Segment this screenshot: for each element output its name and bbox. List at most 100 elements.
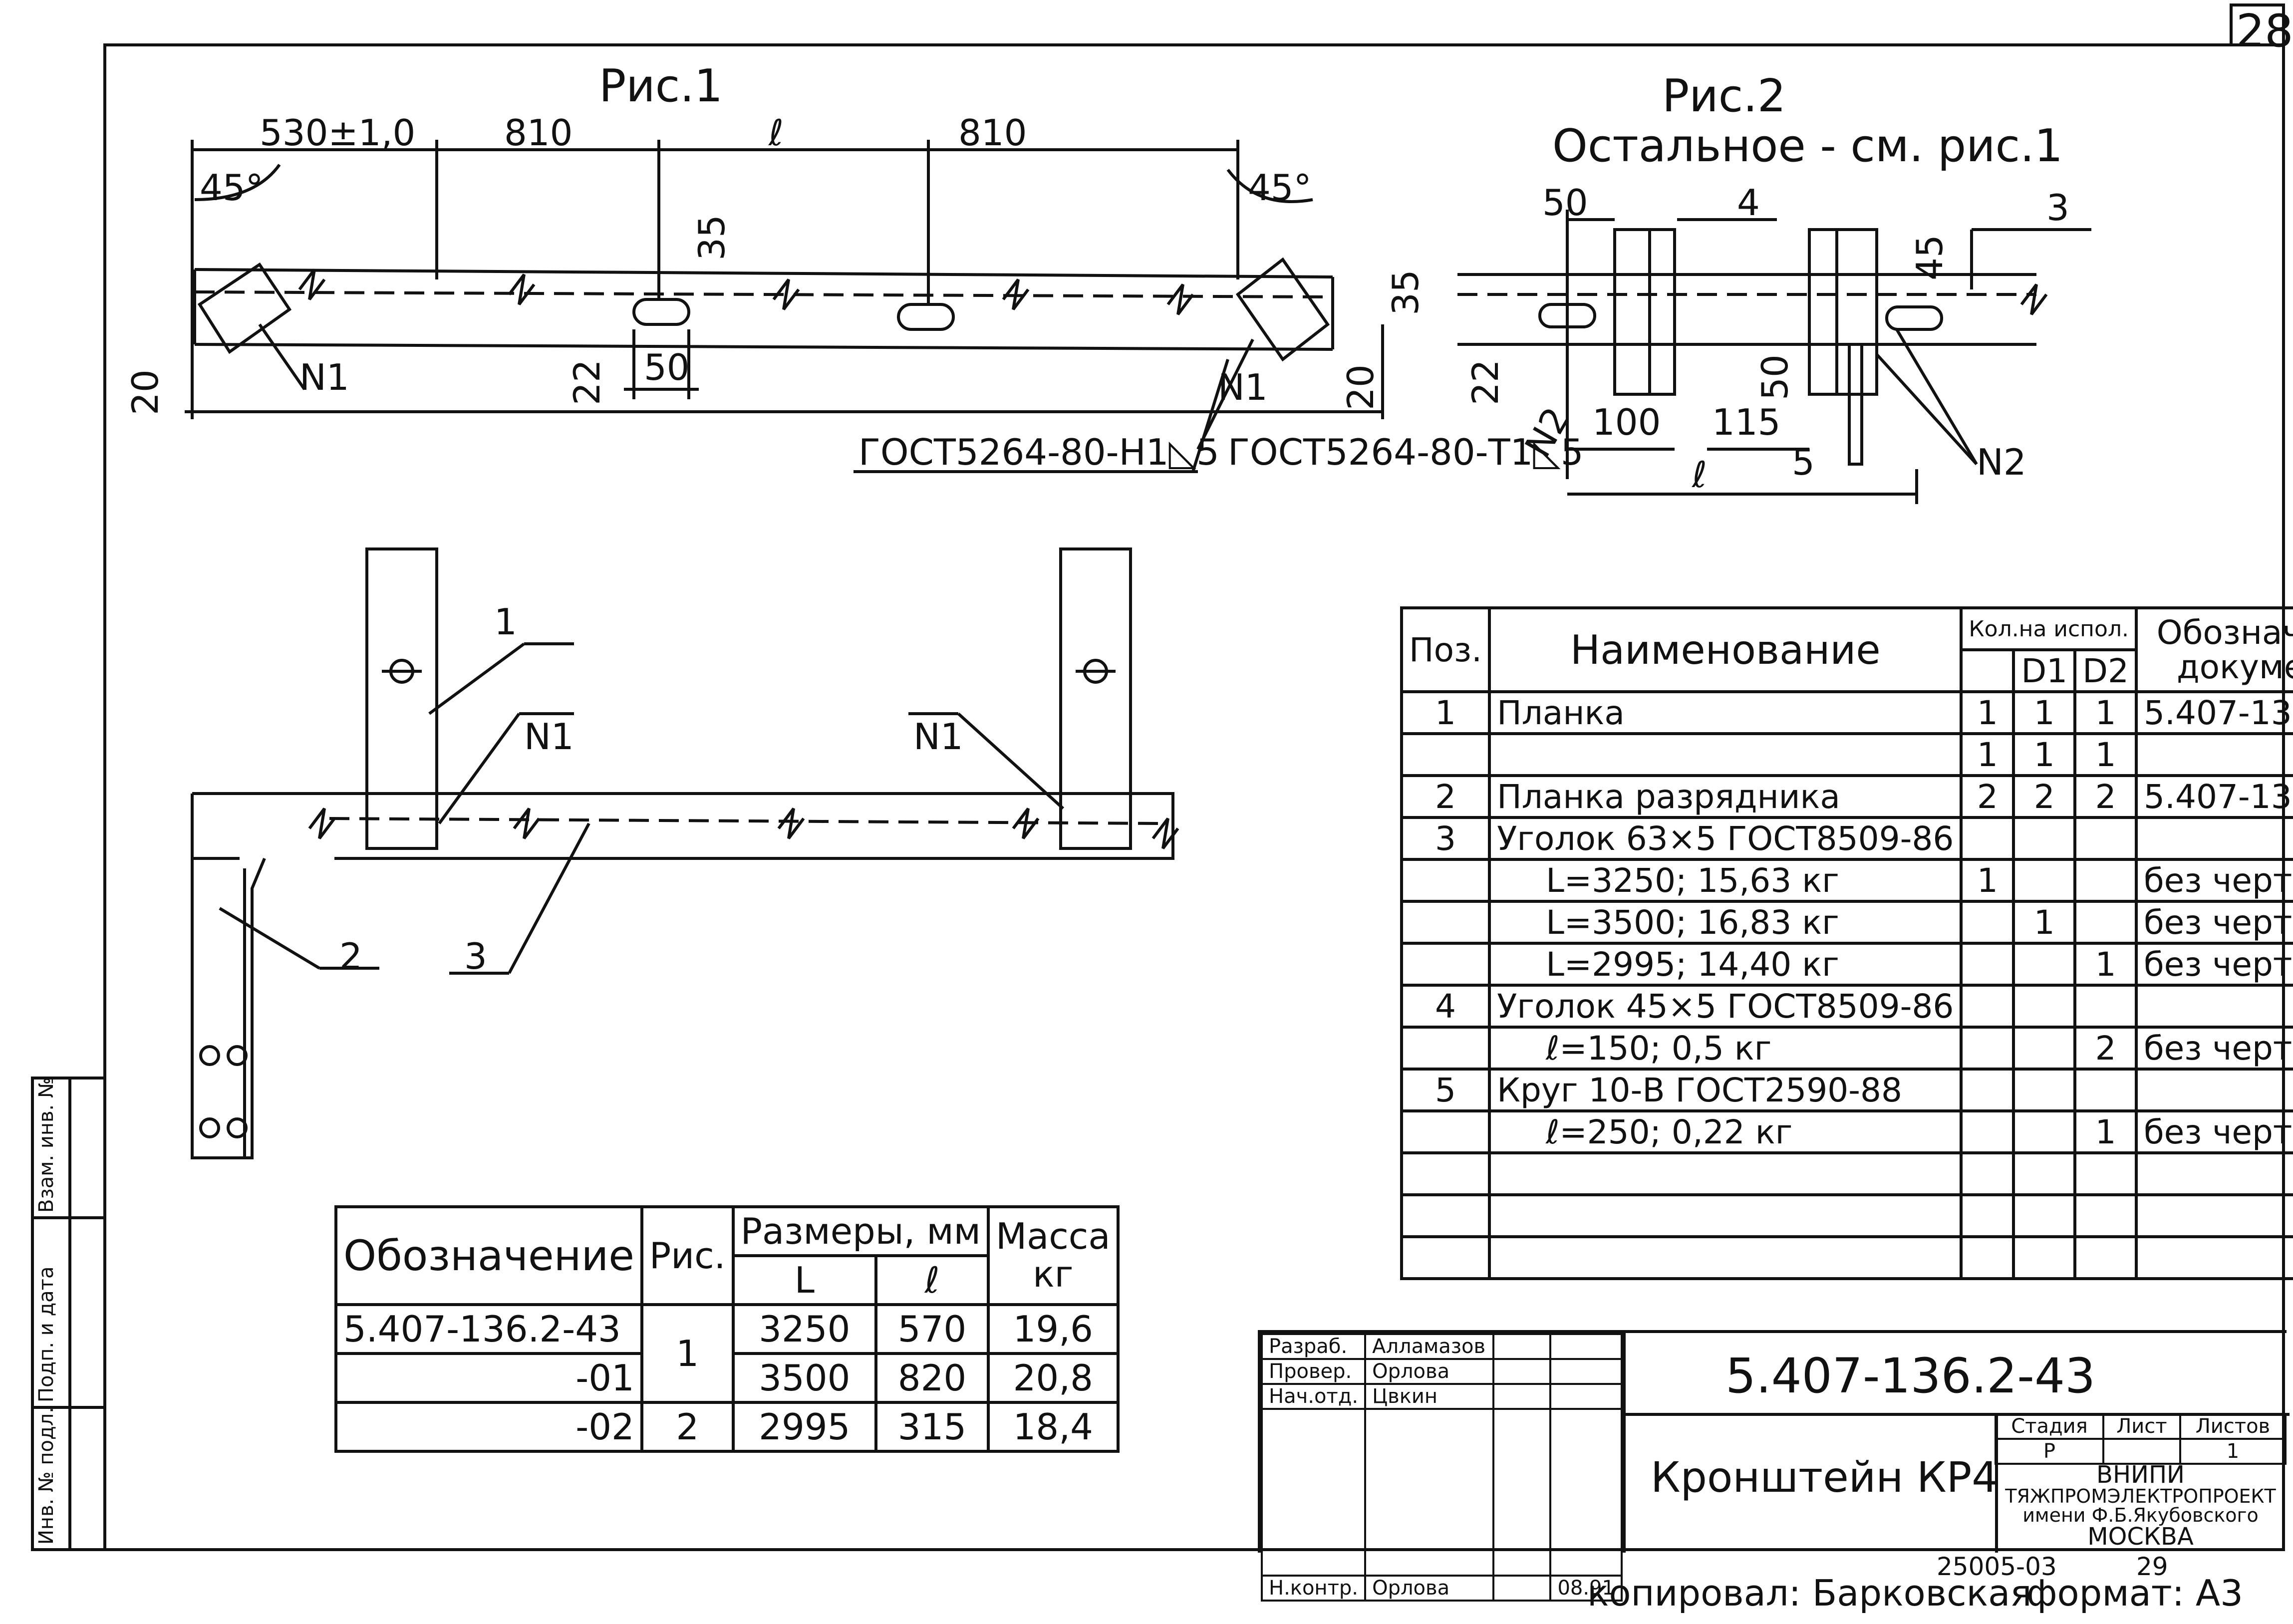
fig1-dim-50: 50 [644, 346, 690, 388]
side-stamp-inv-label: Инв. № подл. [35, 1407, 58, 1545]
spec-cell-doc: без черт. [2134, 1026, 2293, 1071]
spec-sub-1: D1 [2012, 648, 2077, 693]
archive-sheet: 29 [2136, 1552, 2168, 1581]
spec-cell-qty-d1: 1 [2012, 732, 2077, 777]
dim-cell-l: 315 [874, 1401, 990, 1453]
spec-header-pos: Поз. [1400, 606, 1491, 693]
spec-cell-pos [1400, 900, 1491, 945]
spec-cell-qty-base [1960, 1068, 2015, 1112]
org-line-4: МОСКВА [2087, 1523, 2194, 1551]
dim-cell-mass: 18,4 [986, 1401, 1120, 1453]
fig2-beam [1457, 210, 2091, 504]
dim-cell-designation: 5.407-136.2-43 [334, 1303, 643, 1355]
fig1-dim-810-left: 810 [504, 112, 573, 154]
fig1-dim-530: 530±1,0 [260, 112, 416, 154]
spec-cell-qty-base: 2 [1960, 774, 2015, 819]
title-block: Разраб.Алламазов Провер.Орлова Нач.отд.Ц… [1258, 1330, 2290, 1602]
spec-cell-qty-d2 [2073, 858, 2138, 903]
fig1-dim-20-right: 20 [1339, 364, 1382, 410]
spec-cell-qty-base [1960, 1026, 2015, 1071]
role-name: Алламазов [1364, 1333, 1495, 1360]
spec-cell-name: L=3250; 15,63 кг [1488, 858, 1963, 903]
spec-cell-pos [1400, 1109, 1491, 1154]
spec-cell-doc: без черт. [2134, 942, 2293, 987]
fig1-weld-note-left: ГОСТ5264-80-Н1◺5 [859, 431, 1219, 473]
document-code: 5.407-136.2-43 [1725, 1348, 2096, 1404]
fig1-beam [193, 257, 1334, 362]
dim-cell-fig: 2 [640, 1401, 735, 1453]
organization-block: ВНИПИ ТЯЖПРОМЭЛЕКТРОПРОЕКТ имени Ф.Б.Яку… [1995, 1463, 2287, 1549]
dim-cell-fig: 1 [640, 1303, 735, 1404]
spec-cell-qty-d2 [2073, 984, 2138, 1029]
spec-cell-pos: 5 [1400, 1068, 1491, 1112]
dim-cell-L: 3250 [731, 1303, 878, 1355]
spec-sub-2: D2 [2073, 648, 2138, 693]
spec-cell-qty-d1 [2012, 984, 2077, 1029]
iso-pos-3: 3 [464, 935, 487, 977]
org-line-3: имени Ф.Б.Якубовского [2022, 1504, 2259, 1526]
spec-cell-qty-d2: 1 [2073, 1109, 2138, 1154]
fig1-angle-right: 45° [1248, 167, 1312, 209]
spec-header-name: Наименование [1488, 606, 1963, 693]
spec-cell-qty-d1 [2012, 816, 2077, 861]
spec-cell-pos: 2 [1400, 774, 1491, 819]
spec-cell-qty-base [1960, 942, 2015, 987]
spec-cell-qty-d2: 1 [2073, 732, 2138, 777]
sheets-value: 1 [2179, 1438, 2287, 1465]
spec-cell-pos [1400, 942, 1491, 987]
iso-weld-mark-right: N1 [913, 716, 963, 758]
iso-pos-2: 2 [339, 935, 362, 977]
stage-table: Стадия Лист Листов Р 1 [1995, 1413, 2287, 1465]
fig2-dim-35: 35 [1384, 270, 1427, 315]
spec-cell-name: Планка [1488, 690, 1963, 735]
spec-cell-name: Планка разрядника [1488, 774, 1963, 819]
sheet-value [2102, 1438, 2181, 1465]
org-line-1: ВНИПИ [2096, 1461, 2185, 1489]
org-line-2: ТЯЖПРОМЭЛЕКТРОПРОЕКТ [2005, 1485, 2276, 1507]
fig2-pos-4: 4 [1737, 182, 1760, 224]
dim-header-designation: Обозначение [334, 1205, 643, 1306]
spec-cell-name [1488, 732, 1963, 777]
spec-cell-qty-d2 [2073, 816, 2138, 861]
spec-cell-qty-d2: 2 [2073, 1026, 2138, 1071]
fig1-weld-note-right: ГОСТ5264-80-Т1◺5 [1228, 431, 1584, 473]
fig2-dim-100: 100 [1592, 401, 1661, 443]
dim-cell-mass: 19,6 [986, 1303, 1120, 1355]
role-row: Разраб.Алламазов [1260, 1333, 1623, 1360]
spec-cell-qty-d1 [2012, 942, 2077, 987]
spec-row-empty [1400, 1193, 2293, 1238]
spec-cell-qty-d1 [2012, 1068, 2077, 1112]
dim-cell-designation: -02 [334, 1401, 643, 1453]
dim-cell-l: 570 [874, 1303, 990, 1355]
spec-cell-qty-d1 [2012, 1109, 2077, 1154]
spec-cell-doc [2134, 816, 2293, 861]
spec-cell-qty-d1 [2012, 858, 2077, 903]
spec-cell-qty-d1: 1 [2012, 690, 2077, 735]
dim-cell-designation: -01 [334, 1352, 643, 1404]
spec-cell-name: ℓ=250; 0,22 кг [1488, 1109, 1963, 1154]
spec-cell-name: Уголок 63×5 ГОСТ8509-86 [1488, 816, 1963, 861]
fig1-dim-22: 22 [566, 359, 608, 405]
spec-cell-doc: 5.407-136.2-13 [2134, 774, 2293, 819]
fig1-dim-l: ℓ [769, 112, 784, 154]
stage-label: Стадия [1995, 1413, 2104, 1440]
spec-cell-pos: 1 [1400, 690, 1491, 735]
fig2-dim-50-top: 50 [1542, 182, 1588, 224]
spec-cell-qty-d1: 1 [2012, 900, 2077, 945]
fig1-weld-mark-left: N1 [299, 356, 349, 398]
dim-row: -02 2 2995 315 18,4 [334, 1401, 1120, 1453]
role-name: Цвкин [1364, 1383, 1495, 1410]
role-label: Разраб. [1260, 1333, 1367, 1360]
title-block-roles: Разраб.Алламазов Провер.Орлова Нач.отд.Ц… [1260, 1333, 1623, 1602]
fig1-dimension-lines [185, 140, 1384, 473]
spec-cell-doc: без черт. [2134, 1109, 2293, 1154]
sheets-label: Листов [2179, 1413, 2287, 1440]
spec-cell-qty-base: 1 [1960, 858, 2015, 903]
